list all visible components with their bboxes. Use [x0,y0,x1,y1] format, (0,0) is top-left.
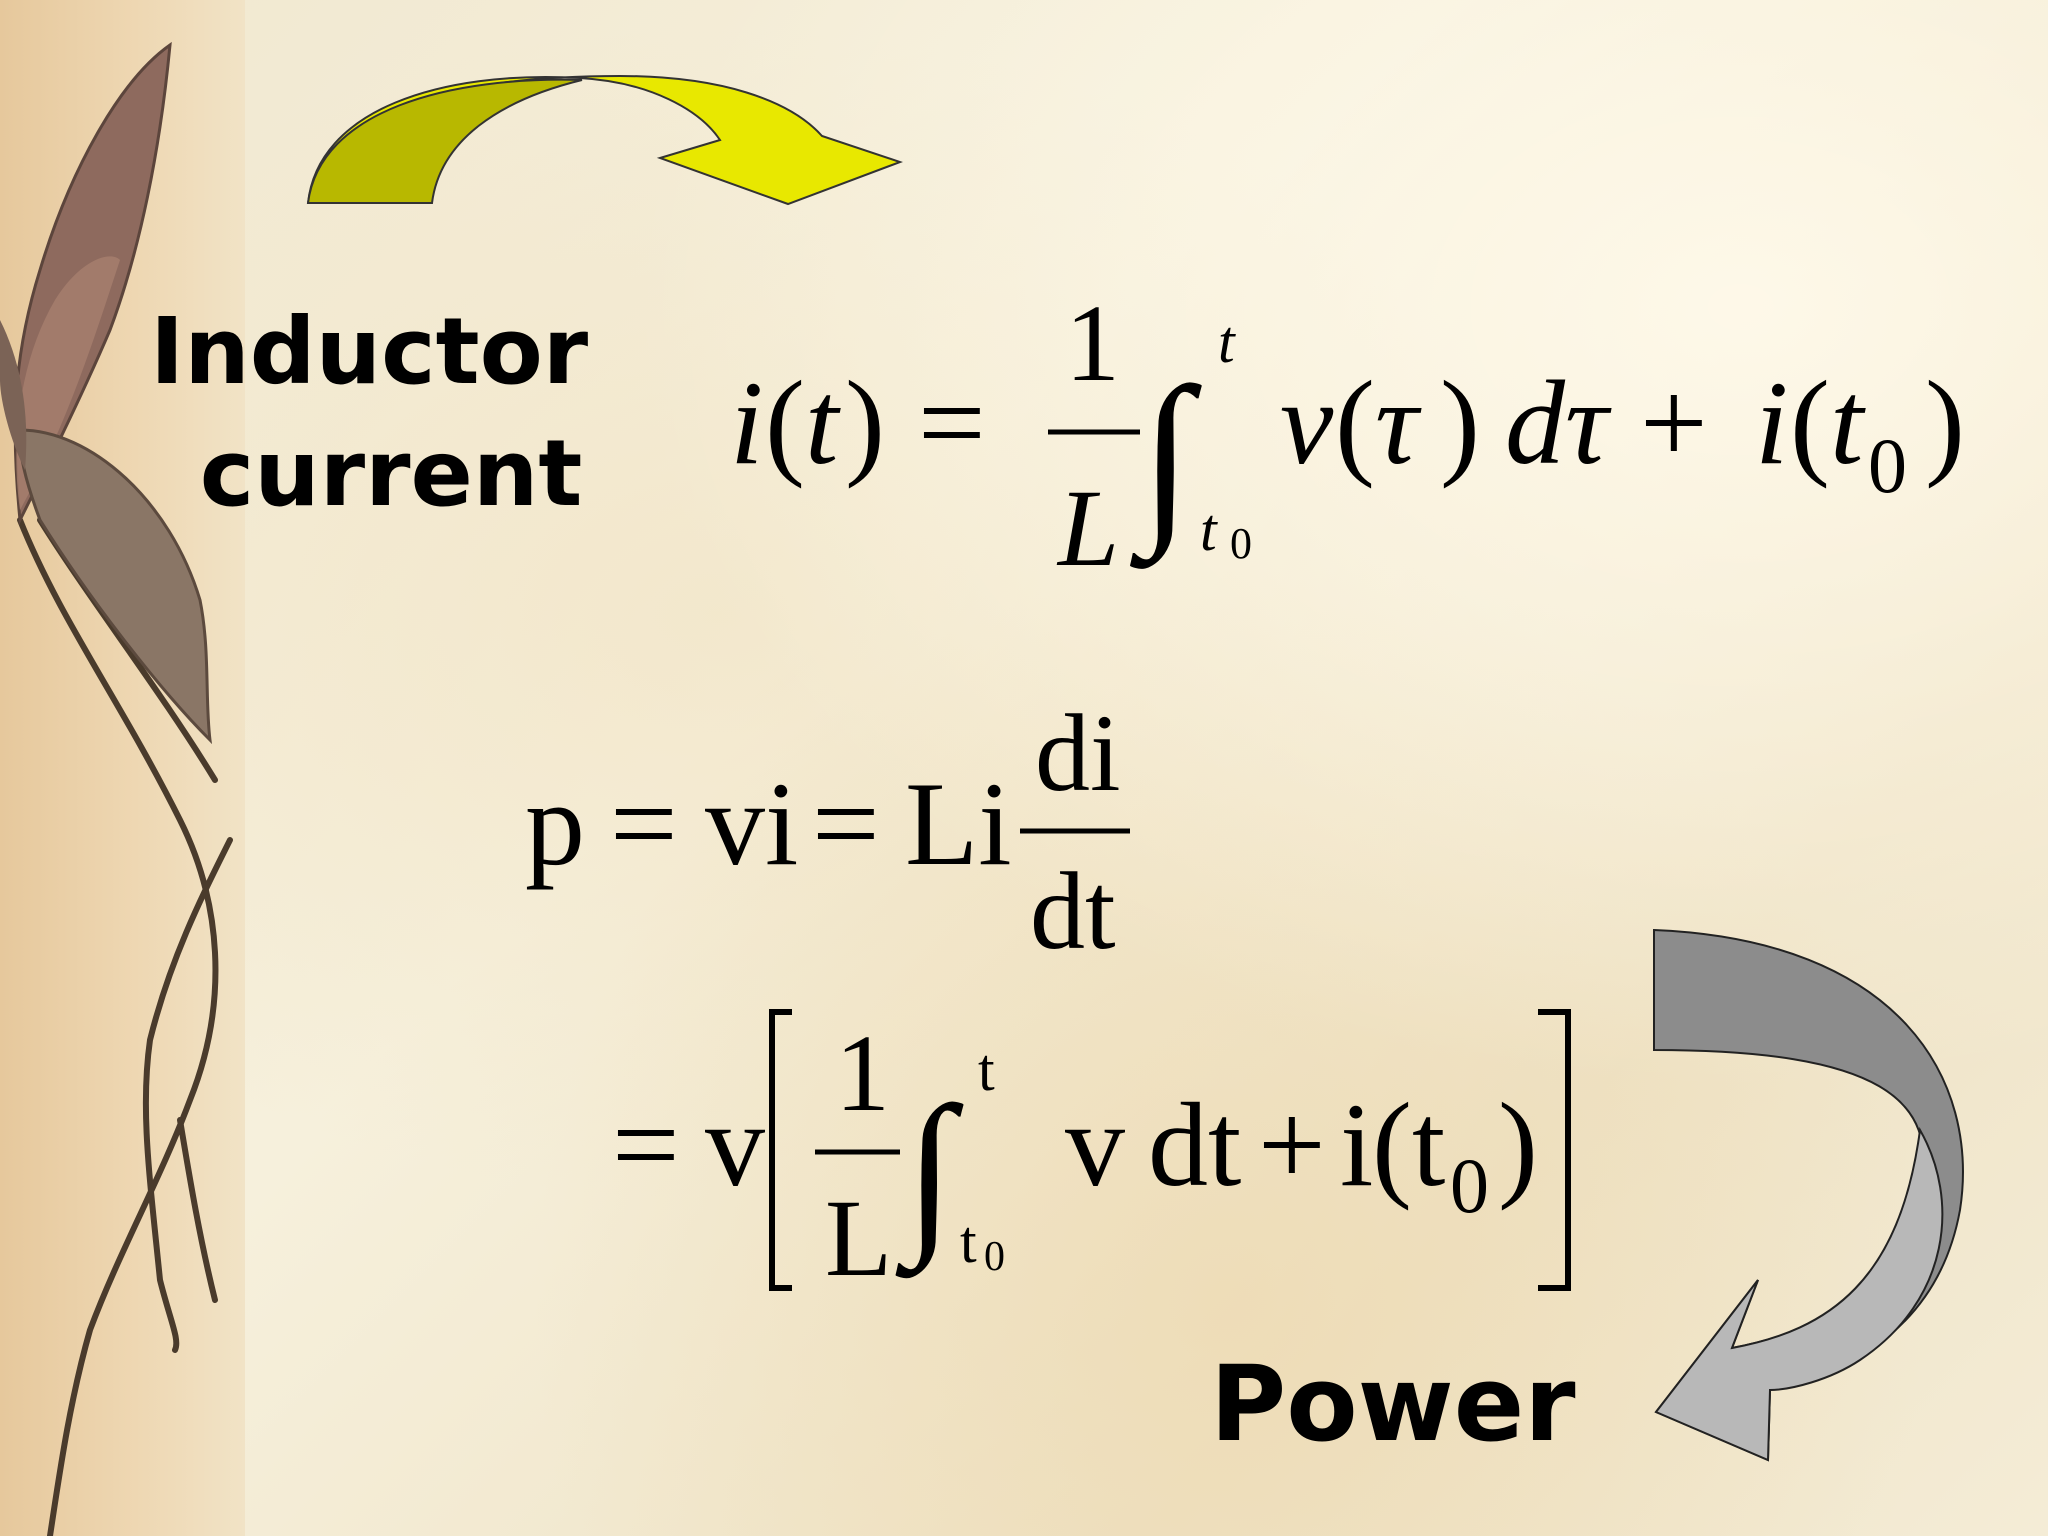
power-label: Power [1210,1343,1576,1465]
svg-text:dt: dt [1148,1078,1241,1211]
svg-text:): ) [1440,356,1480,489]
svg-text:di: di [1035,692,1121,814]
equation-inductor-current: i ( t ) = 1 L ∫ t t 0 v ( τ ) d τ + i ( … [730,282,1965,589]
svg-text:): ) [1925,356,1965,489]
svg-text:v: v [1065,1078,1125,1211]
svg-text:t: t [978,1037,995,1103]
svg-text:i: i [730,356,763,489]
svg-text:t: t [1218,309,1236,375]
svg-text:(: ( [1790,356,1830,489]
svg-text:t: t [1412,1078,1445,1211]
svg-text:vi: vi [705,757,798,890]
svg-text:+: + [1640,356,1708,489]
svg-text:(: ( [1372,1078,1412,1211]
svg-text:dt: dt [1030,850,1116,972]
svg-text:): ) [1498,1078,1538,1211]
svg-text:τ: τ [1375,356,1422,489]
svg-text:0: 0 [1230,519,1252,568]
svg-text:1: 1 [1065,282,1120,404]
inductor-label-line2: current [199,420,583,527]
svg-text:t: t [1830,356,1866,489]
svg-text:=: = [610,757,678,890]
svg-text:d: d [1505,356,1566,489]
svg-text:∫: ∫ [895,1070,964,1279]
svg-text:L: L [825,1177,892,1299]
svg-text:τ: τ [1565,356,1612,489]
svg-text:∫: ∫ [1129,350,1202,569]
leaf-edge [0,320,27,470]
svg-text:(: ( [765,356,805,489]
leaf-middle [18,428,213,745]
svg-text:=: = [918,356,986,489]
svg-text:t: t [960,1209,977,1275]
svg-text:t: t [1200,497,1218,563]
svg-text:p: p [525,757,585,890]
svg-text:=: = [812,757,880,890]
svg-text:0: 0 [1868,422,1907,509]
svg-text:i: i [1755,356,1788,489]
svg-text:+: + [1258,1078,1326,1211]
equation-power-2: = v 1 L ∫ t t 0 v dt + i ( t 0 ) [612,1009,1571,1299]
svg-text:0: 0 [1450,1142,1489,1229]
svg-text:v: v [1280,356,1334,489]
svg-text:0: 0 [984,1234,1005,1280]
svg-text:i: i [1340,1078,1373,1211]
svg-text:(: ( [1335,356,1375,489]
inductor-current-label: Inductor current [150,306,588,520]
svg-text:t: t [805,356,841,489]
svg-text:=: = [612,1078,680,1211]
svg-text:v: v [705,1078,765,1211]
svg-text:Li: Li [905,757,1012,890]
inductor-label-line1: Inductor [150,298,589,405]
svg-text:): ) [845,356,885,489]
equation-power-1: p = vi = Li di dt [525,692,1130,972]
svg-text:1: 1 [835,1012,890,1134]
svg-text:L: L [1056,467,1119,589]
